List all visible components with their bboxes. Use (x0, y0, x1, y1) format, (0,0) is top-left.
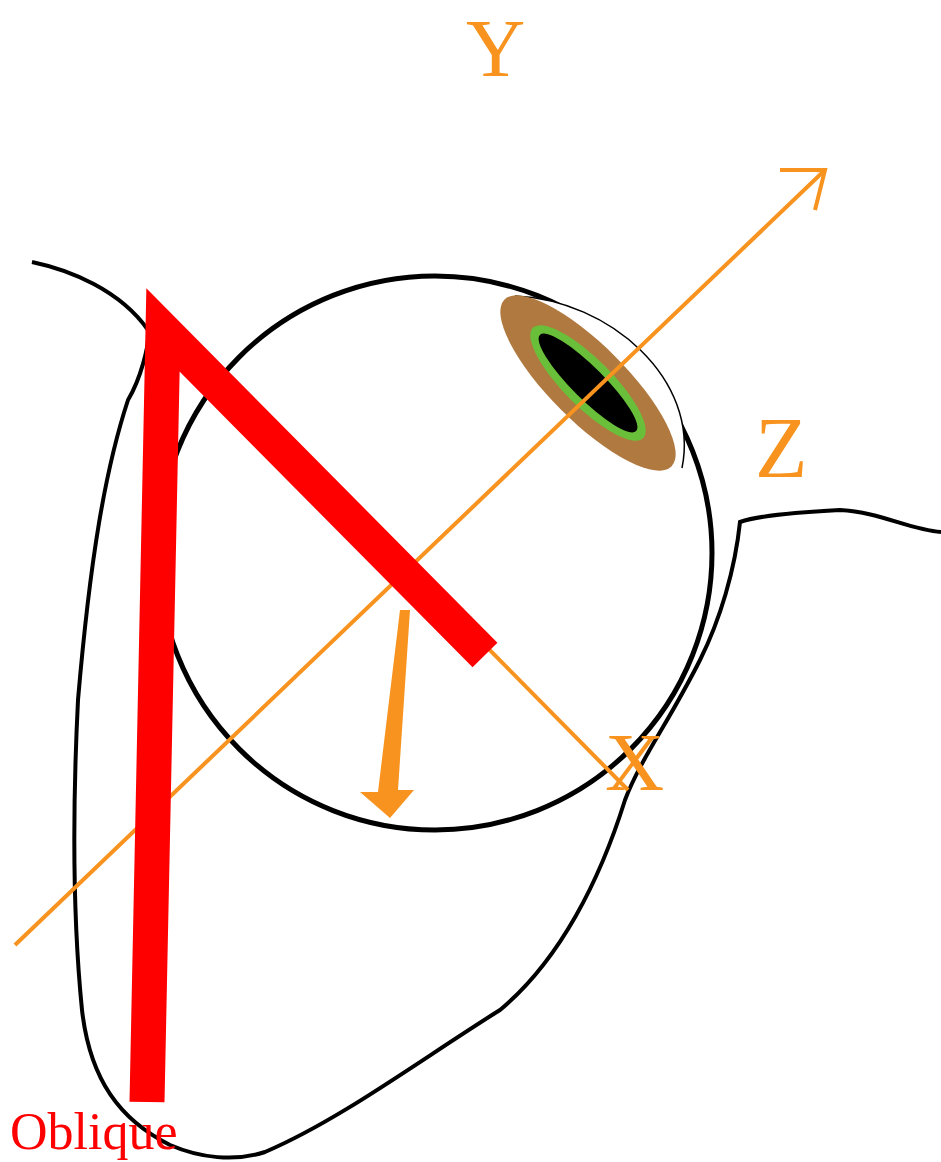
orbit-outline (32, 262, 941, 1158)
axis-arrowhead (780, 170, 825, 210)
axis-label: Y (466, 8, 525, 90)
oblique-muscle (147, 330, 485, 1102)
axis-label: Z (755, 405, 808, 491)
axis-label: X (605, 722, 664, 804)
iris (478, 273, 699, 494)
x-axis (470, 630, 628, 790)
muscle-label: Oblique (10, 1106, 178, 1158)
force-arrow (360, 610, 414, 818)
